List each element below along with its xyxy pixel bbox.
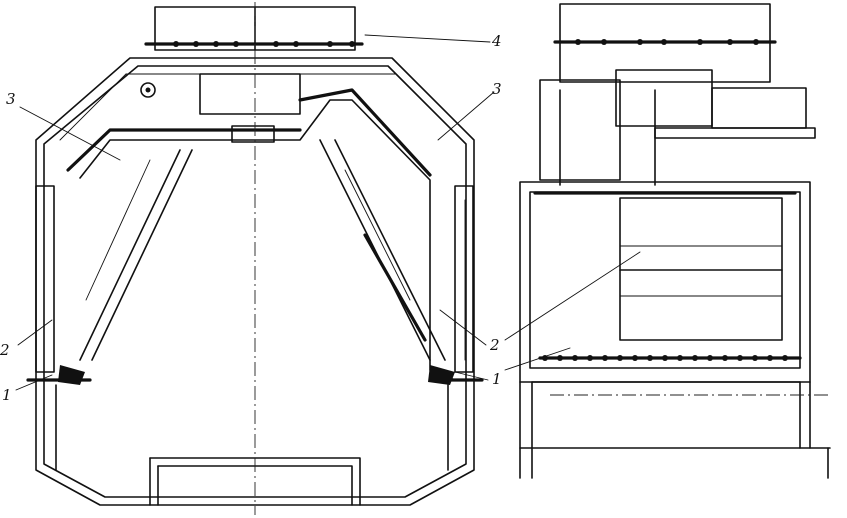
callout-top-4: 4	[491, 32, 502, 50]
callout-front-right-3: 3	[492, 80, 502, 98]
side-view	[504, 3, 831, 479]
front-view	[15, 2, 495, 515]
callout-front-right-1: 1	[492, 370, 502, 388]
callout-front-left-3: 3	[6, 90, 16, 108]
callout-front-left-1: 1	[2, 386, 12, 404]
top-hopper	[144, 6, 364, 51]
front-leaders	[15, 34, 495, 391]
inner-chamber	[26, 88, 484, 471]
callout-front-left-2: 2	[0, 341, 10, 359]
callout-front-right-2: 2	[489, 336, 500, 354]
callout-labels: 3 2 1 3 2 1 4	[0, 32, 502, 404]
